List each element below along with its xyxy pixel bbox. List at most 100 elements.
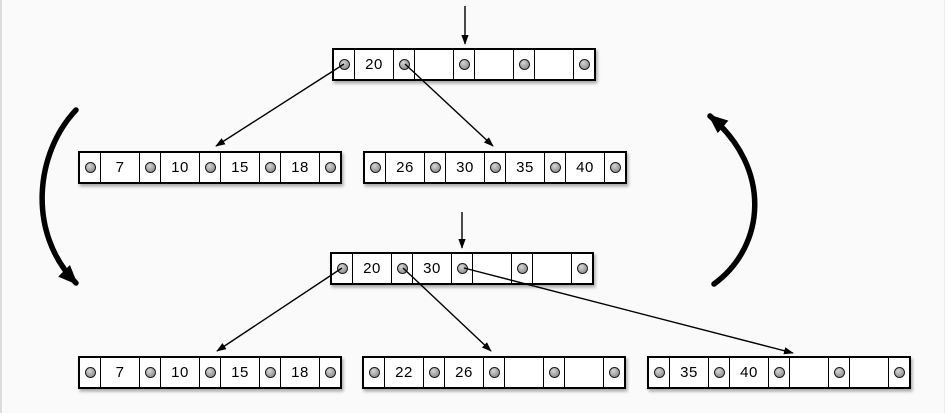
key-slot [565, 358, 604, 387]
pointer-slot [769, 358, 790, 387]
pointer-slot [200, 358, 221, 387]
pointer-dot-icon [324, 367, 336, 378]
pointer-slot [334, 50, 355, 79]
pointer-slot [365, 153, 386, 182]
pointer-dot-icon [264, 367, 276, 378]
pointer-dot-icon [368, 367, 380, 378]
pointer-dot-icon [653, 367, 665, 378]
pointer-slot [140, 153, 161, 182]
pointer-dot-icon [608, 367, 620, 378]
key-slot [533, 254, 572, 283]
key-slot [415, 50, 454, 79]
pointer-slot [394, 50, 415, 79]
pointer-dot-icon [833, 367, 845, 378]
pointer-slot [485, 153, 506, 182]
pointer-slot [392, 254, 413, 283]
pointer-slot [424, 358, 445, 387]
pointer-dot-icon [893, 367, 905, 378]
pointer-dot-icon [773, 367, 785, 378]
key-slot: 20 [355, 50, 394, 79]
pointer-dot-icon [144, 367, 156, 378]
pointer-slot [452, 254, 473, 283]
pointer-slot [709, 358, 730, 387]
pointer-slot [200, 153, 221, 182]
pointer-dot-icon [549, 162, 561, 173]
btree-node-root-before: 20 [332, 48, 596, 81]
pointer-arrow-before-left [215, 63, 345, 147]
pointer-dot-icon [336, 263, 348, 274]
pointer-dot-icon [578, 59, 590, 70]
pointer-dot-icon [609, 162, 621, 173]
key-slot: 18 [281, 358, 320, 387]
pointer-slot [829, 358, 850, 387]
pointer-dot-icon [204, 162, 216, 173]
pointer-dot-icon [369, 162, 381, 173]
pointer-slot [574, 50, 594, 79]
key-slot: 22 [385, 358, 424, 387]
key-slot: 40 [730, 358, 769, 387]
pointer-dot-icon [84, 367, 96, 378]
btree-node-right-child-after: 35 40 [647, 356, 911, 389]
key-slot: 10 [161, 153, 200, 182]
key-slot: 40 [566, 153, 605, 182]
pointer-slot [484, 358, 505, 387]
pointer-slot [140, 358, 161, 387]
key-slot [505, 358, 544, 387]
pointer-dot-icon [458, 59, 470, 70]
pointer-slot [332, 254, 353, 283]
transform-arrow-left-icon [39, 107, 79, 286]
pointer-slot [545, 153, 566, 182]
key-slot: 30 [413, 254, 452, 283]
pointer-dot-icon [204, 367, 216, 378]
key-slot: 35 [506, 153, 545, 182]
key-slot: 26 [386, 153, 425, 182]
key-slot: 10 [161, 358, 200, 387]
pointer-dot-icon [324, 162, 336, 173]
btree-node-middle-child-after: 22 26 [362, 356, 626, 389]
key-slot [850, 358, 889, 387]
pointer-dot-icon [429, 162, 441, 173]
btree-node-right-child-before: 26 30 35 40 [363, 151, 627, 184]
key-slot [790, 358, 829, 387]
key-slot [535, 50, 574, 79]
pointer-dot-icon [489, 162, 501, 173]
pointer-dot-icon [516, 263, 528, 274]
pointer-dot-icon [488, 367, 500, 378]
pointer-dot-icon [398, 59, 410, 70]
pointer-slot [454, 50, 475, 79]
key-slot: 30 [446, 153, 485, 182]
pointer-slot [320, 153, 340, 182]
pointer-arrow-after-left [216, 267, 343, 352]
key-slot: 18 [281, 153, 320, 182]
pointer-dot-icon [456, 263, 468, 274]
pointer-dot-icon [576, 263, 588, 274]
pointer-slot [80, 153, 101, 182]
key-slot [475, 50, 514, 79]
pointer-dot-icon [144, 162, 156, 173]
pointer-slot [649, 358, 670, 387]
pointer-slot [514, 50, 535, 79]
pointer-dot-icon [396, 263, 408, 274]
pointer-slot [544, 358, 565, 387]
pointer-slot [572, 254, 592, 283]
key-slot: 35 [670, 358, 709, 387]
pointer-slot [260, 358, 281, 387]
pointer-dot-icon [84, 162, 96, 173]
pointer-slot [260, 153, 281, 182]
pointer-dot-icon [713, 367, 725, 378]
pointer-slot [425, 153, 446, 182]
pointer-slot [512, 254, 533, 283]
key-slot: 26 [445, 358, 484, 387]
pointer-slot [320, 358, 340, 387]
key-slot: 7 [101, 358, 140, 387]
pointer-slot [889, 358, 909, 387]
pointer-dot-icon [548, 367, 560, 378]
transform-arrow-right-icon [707, 113, 758, 287]
pointer-dot-icon [264, 162, 276, 173]
key-slot: 20 [353, 254, 392, 283]
pointer-dot-icon [518, 59, 530, 70]
